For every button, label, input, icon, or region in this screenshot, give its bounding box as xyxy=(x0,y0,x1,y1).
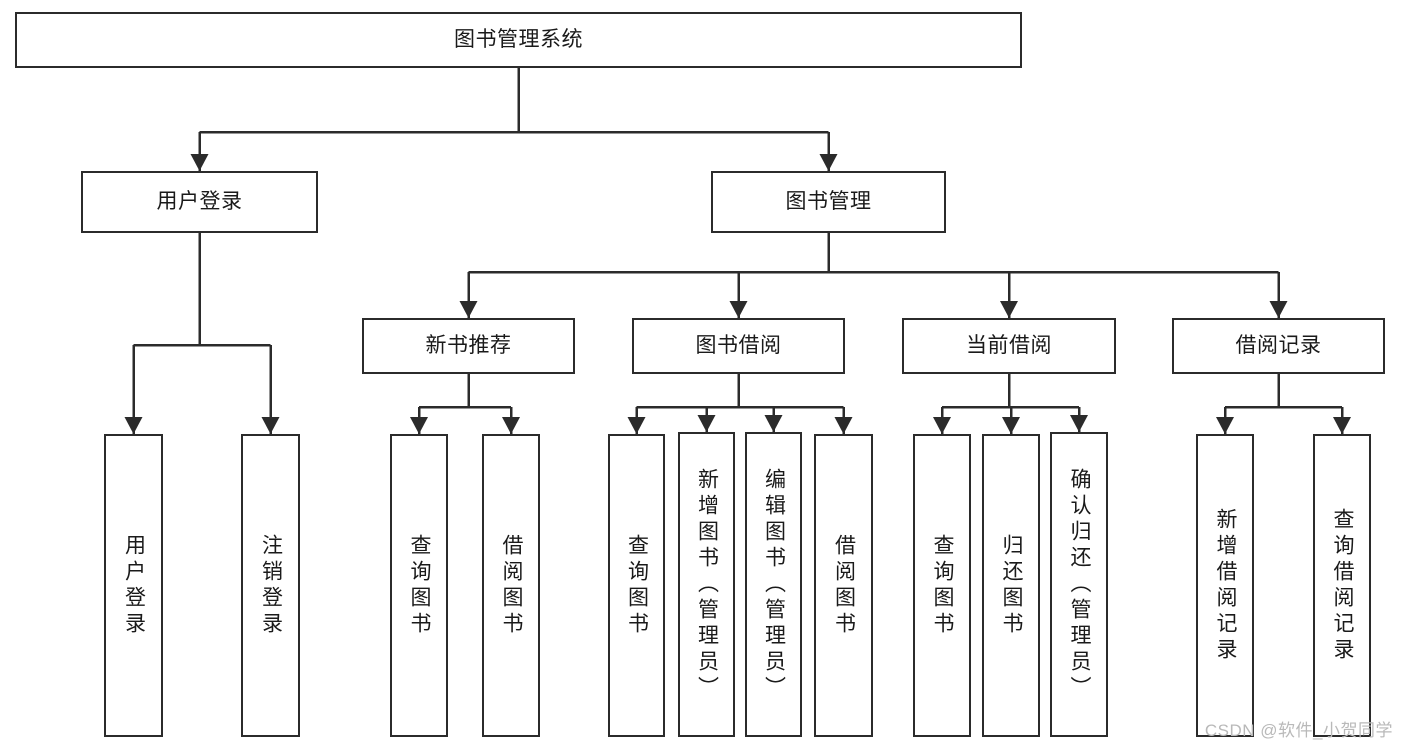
leaf-node-label: 新增图书（管理员） xyxy=(695,467,719,702)
arrowhead-down xyxy=(697,415,716,432)
leaf-node-label: 确认归还（管理员） xyxy=(1068,467,1092,702)
leaf-node-box: 查询图书 xyxy=(608,434,665,737)
arrowhead-down xyxy=(410,417,428,434)
leaf-node-label: 查询图书 xyxy=(408,533,432,638)
leaf-node-box: 归还图书 xyxy=(982,434,1040,737)
leaf-node-box: 借阅图书 xyxy=(814,434,873,737)
arrowhead-down xyxy=(1000,301,1018,318)
leaf-node-box: 用户登录 xyxy=(104,434,163,737)
level2-node-label: 图书管理 xyxy=(785,190,872,214)
leaf-node-box: 新增借阅记录 xyxy=(1196,434,1254,737)
arrowhead-down xyxy=(1333,417,1351,434)
level3-node-box: 图书借阅 xyxy=(632,318,845,374)
arrowhead-down xyxy=(261,417,280,434)
leaf-node-box: 查询图书 xyxy=(913,434,971,737)
level2-node-box: 用户登录 xyxy=(81,171,318,233)
leaf-node-label: 用户登录 xyxy=(122,533,146,638)
arrowhead-down xyxy=(933,417,951,434)
level2-node-box: 图书管理 xyxy=(711,171,946,233)
arrowhead-down xyxy=(729,301,748,318)
watermark-label: CSDN @软件_小贺同学 xyxy=(1204,721,1393,740)
leaf-node-box: 查询图书 xyxy=(390,434,448,737)
arrowhead-down xyxy=(1070,415,1088,432)
arrowhead-down xyxy=(819,154,838,171)
leaf-node-label: 新增借阅记录 xyxy=(1214,507,1238,664)
leaf-node-box: 查询借阅记录 xyxy=(1313,434,1371,737)
arrowhead-down xyxy=(190,154,209,171)
arrowhead-down xyxy=(1216,417,1234,434)
level3-node-label: 图书借阅 xyxy=(695,334,782,358)
leaf-node-box: 注销登录 xyxy=(241,434,300,737)
level3-node-label: 新书推荐 xyxy=(425,334,512,358)
level2-node-label: 用户登录 xyxy=(156,190,243,214)
leaf-node-label: 归还图书 xyxy=(1000,533,1024,638)
leaf-node-label: 查询借阅记录 xyxy=(1331,507,1355,664)
arrowhead-down xyxy=(1269,301,1288,318)
arrowhead-down xyxy=(1002,417,1020,434)
leaf-node-label: 查询图书 xyxy=(931,533,955,638)
level3-node-box: 借阅记录 xyxy=(1172,318,1385,374)
leaf-node-box: 借阅图书 xyxy=(482,434,540,737)
leaf-node-label: 借阅图书 xyxy=(832,533,856,638)
leaf-node-label: 借阅图书 xyxy=(500,533,524,638)
arrowhead-down xyxy=(502,417,520,434)
level3-node-label: 当前借阅 xyxy=(966,334,1052,358)
level3-node-label: 借阅记录 xyxy=(1235,334,1322,358)
leaf-node-box: 确认归还（管理员） xyxy=(1050,432,1108,737)
leaf-node-label: 编辑图书（管理员） xyxy=(762,467,786,702)
level3-node-box: 新书推荐 xyxy=(362,318,575,374)
root-node-label: 图书管理系统 xyxy=(454,28,583,52)
leaf-node-label: 查询图书 xyxy=(625,533,649,638)
leaf-node-label: 注销登录 xyxy=(259,533,283,638)
arrowhead-down xyxy=(834,417,853,434)
leaf-node-box: 新增图书（管理员） xyxy=(678,432,735,737)
arrowhead-down xyxy=(627,417,646,434)
leaf-node-box: 编辑图书（管理员） xyxy=(745,432,802,737)
level3-node-box: 当前借阅 xyxy=(902,318,1116,374)
arrowhead-down xyxy=(764,415,783,432)
arrowhead-down xyxy=(459,301,478,318)
arrowhead-down xyxy=(124,417,143,434)
root-node-box: 图书管理系统 xyxy=(15,12,1022,68)
